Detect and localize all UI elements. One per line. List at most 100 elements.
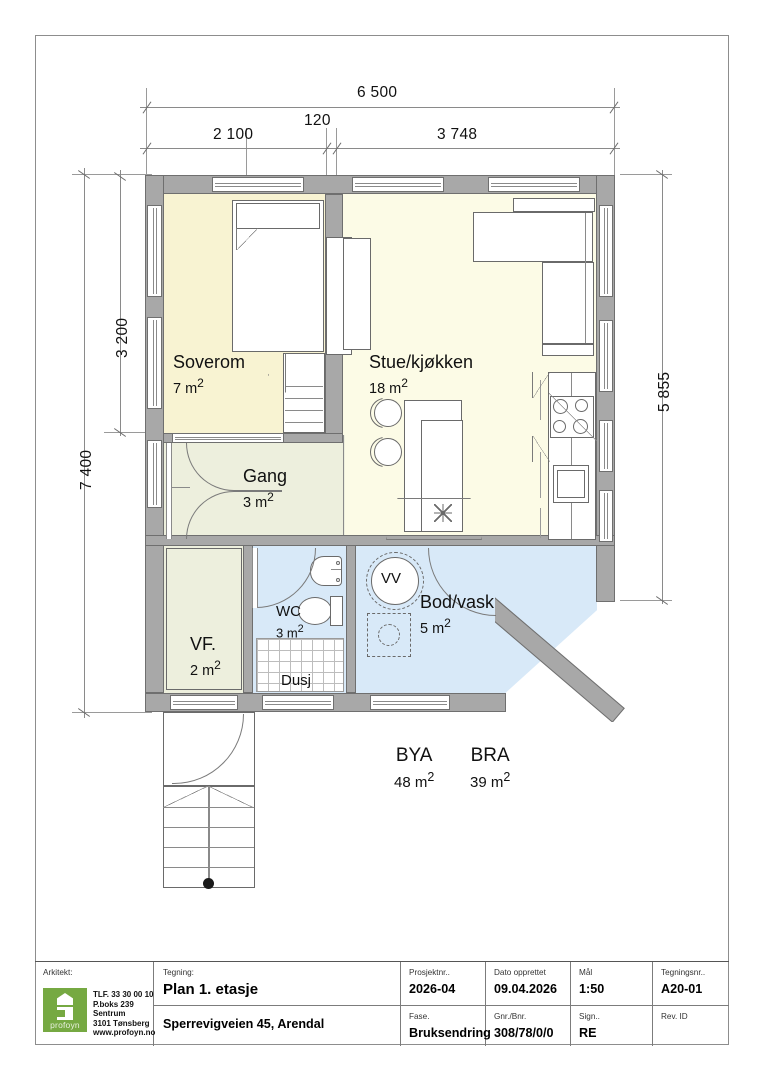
duvet-fold-icon — [236, 228, 258, 250]
address-line: TLF. 33 30 00 10 — [93, 990, 154, 999]
ext-line-left-top — [72, 174, 152, 175]
upper-cabinet-line — [540, 452, 541, 498]
wall-interior-vf-wc — [243, 545, 253, 693]
tb-divider — [400, 1005, 729, 1006]
toilet-cistern — [330, 596, 343, 626]
dim-label-120: 120 — [304, 112, 331, 129]
vf-outline — [166, 548, 242, 690]
faucet-icon — [331, 569, 341, 570]
tb-divider — [570, 962, 571, 1046]
tb-field-label: Mål — [579, 968, 593, 977]
tb-field-value: 1:50 — [579, 982, 605, 996]
door-handle-icon — [172, 487, 190, 488]
dim-label-6500: 6 500 — [357, 84, 398, 101]
sofa-chaise-section — [542, 262, 594, 344]
hot-water-tank — [366, 552, 424, 610]
ext-line-left-bot — [72, 712, 152, 713]
tb-field-value: A20-01 — [661, 982, 703, 996]
room-area: 18 m2 — [369, 376, 408, 397]
tb-field-value: RE — [579, 1026, 597, 1040]
sofa-seam — [585, 213, 586, 343]
logo-wordmark: profoyn — [50, 1020, 80, 1030]
upper-cabinet-line — [540, 508, 541, 538]
room-label-vf: VF. 2 m2 — [190, 634, 221, 680]
dusj-text: Dusj — [281, 672, 312, 689]
tb-field-label: Dato opprettet — [494, 968, 546, 977]
tb-tegning-cell: Tegning: Plan 1. etasje — [163, 968, 258, 998]
tv-unit — [343, 238, 371, 350]
window-left-1 — [147, 205, 162, 297]
tb-field-label: Gnr./Bnr. — [494, 1012, 527, 1021]
tb-field-value: Bruksendring — [409, 1026, 491, 1040]
tb-field-value: 308/78/0/0 — [494, 1026, 554, 1040]
tb-address-block: TLF. 33 30 00 10 P.boks 239 Sentrum 3101… — [93, 990, 155, 1038]
tb-field-value: 2026-04 — [409, 982, 456, 996]
counter-corner-a — [532, 372, 550, 398]
door-leaf-gang — [166, 443, 172, 539]
ext-line-right-top — [620, 174, 672, 175]
dim-label-2100: 2 100 — [213, 126, 254, 143]
room-area: 2 m2 — [190, 658, 221, 679]
window-bottom-1 — [170, 695, 238, 710]
room-label-wc: WC 3 m2 — [276, 603, 304, 640]
room-name: WC — [276, 603, 301, 620]
kitchen-counter-edge — [571, 373, 572, 539]
upper-cabinet-line — [540, 380, 541, 420]
tb-field-label: Prosjektnr.. — [409, 968, 450, 977]
dim-line-7400 — [84, 168, 85, 718]
tb-field-value: 09.04.2026 — [494, 982, 558, 996]
washing-machine — [367, 613, 411, 657]
sink-basin — [557, 470, 585, 498]
counter-corner-b — [532, 436, 550, 462]
stair-tread — [285, 410, 323, 411]
hot-water-tank-inner — [371, 557, 419, 605]
logo-notch-icon — [57, 1010, 65, 1017]
window-top-2 — [352, 177, 444, 192]
window-bottom-2 — [262, 695, 334, 710]
dim-line-5855 — [662, 170, 663, 604]
window-left-2 — [147, 317, 162, 409]
room-name: Soverom — [173, 352, 246, 372]
tb-field-label: Fase. — [409, 1012, 430, 1021]
tb-field-gnrbnr: Gnr./Bnr. 308/78/0/0 — [494, 1012, 554, 1041]
tb-tegning-title: Plan 1. etasje — [163, 981, 259, 998]
area-summary-bra: BRA 39 m2 — [470, 746, 510, 792]
tb-arkitekt-cell: Arkitekt: — [43, 968, 73, 978]
stair-tread — [285, 422, 323, 423]
window-right-3 — [599, 420, 613, 472]
ext-line-top-mid-a — [246, 128, 247, 180]
tb-divider — [652, 962, 653, 1046]
ext-line-top-mid-c — [336, 128, 337, 180]
dim-line-3200 — [120, 170, 121, 436]
room-name: Stue/kjøkken — [369, 352, 474, 372]
dim-line-segments — [140, 148, 620, 149]
dim-label-5855: 5 855 — [656, 371, 673, 412]
sofa-back — [513, 198, 595, 212]
ext-line-top-right — [614, 88, 615, 180]
sofa-long-section — [473, 212, 593, 262]
room-label-bod: Bod/vask 5 m2 — [420, 592, 494, 638]
room-area: 7 m2 — [173, 376, 204, 397]
tb-divider — [153, 962, 154, 1046]
area-value: 39 m2 — [470, 770, 511, 791]
room-label-gang: Gang 3 m2 — [243, 466, 287, 512]
vv-text: VV — [381, 570, 402, 587]
window-right-1 — [599, 205, 613, 297]
wall-exterior-chamfer — [495, 588, 631, 722]
shower-tray — [256, 638, 344, 692]
stair-direction-dot — [203, 878, 214, 889]
tb-field-tegningsnr: Tegningsnr.. A20-01 — [661, 968, 705, 997]
tb-field-label: Sign.. — [579, 1012, 600, 1021]
room-name: Gang — [243, 466, 288, 486]
ext-line-top-mid-b — [326, 128, 327, 180]
tb-field-sign: Sign.. RE — [579, 1012, 600, 1041]
stair-tread — [285, 398, 323, 399]
tb-field-prosjektnr: Prosjektnr.. 2026-04 — [409, 968, 455, 997]
dim-label-3748: 3 748 — [437, 126, 478, 143]
wall-interior-wc-bod — [346, 545, 356, 693]
tb-divider — [400, 962, 401, 1046]
burner-star-icon — [434, 504, 452, 522]
pillow — [236, 203, 320, 229]
tb-field-fase: Fase. Bruksendring — [409, 1012, 491, 1041]
